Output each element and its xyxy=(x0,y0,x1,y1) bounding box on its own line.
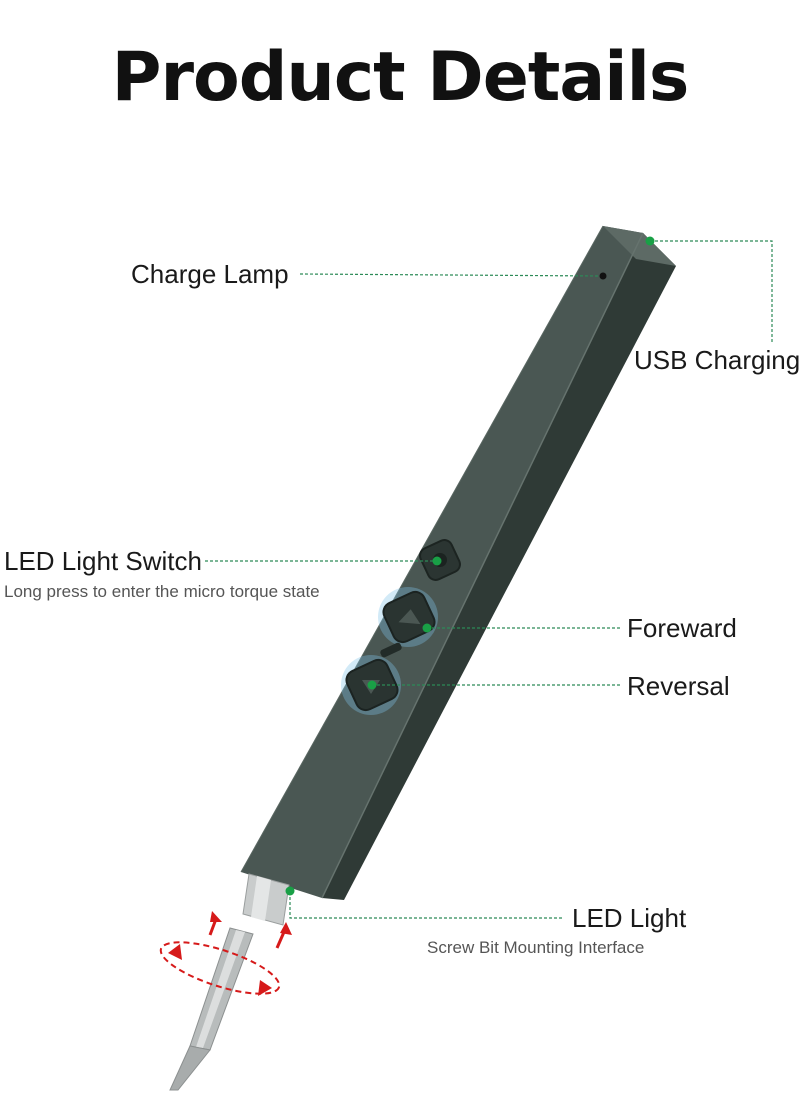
reversal-label: Reversal xyxy=(627,671,730,701)
screw-bit xyxy=(169,927,254,1091)
leader-lines xyxy=(205,240,773,919)
page-title: Product Details xyxy=(111,38,690,117)
rotate-arrow-icon xyxy=(168,944,182,960)
usb-charging-label: USB Charging xyxy=(634,345,800,375)
rotation-ellipse xyxy=(159,941,281,995)
bit-collar xyxy=(242,873,290,926)
led-switch-note: Long press to enter the micro torque sta… xyxy=(4,582,320,601)
led-light-note: Screw Bit Mounting Interface xyxy=(427,938,645,957)
marker-dots xyxy=(285,236,655,896)
led-light-label: LED Light xyxy=(572,903,687,933)
rotate-arrow-icon xyxy=(258,980,272,996)
forward-button-icon xyxy=(378,587,438,647)
charge-lamp-label: Charge Lamp xyxy=(131,259,289,289)
charge-lamp-icon xyxy=(599,272,607,280)
insert-arrow-icon xyxy=(275,922,292,949)
insert-arrow-icon xyxy=(208,911,222,936)
forward-label: Foreward xyxy=(627,613,737,643)
slot-icon xyxy=(380,642,402,658)
led-switch-label: LED Light Switch xyxy=(4,546,202,576)
